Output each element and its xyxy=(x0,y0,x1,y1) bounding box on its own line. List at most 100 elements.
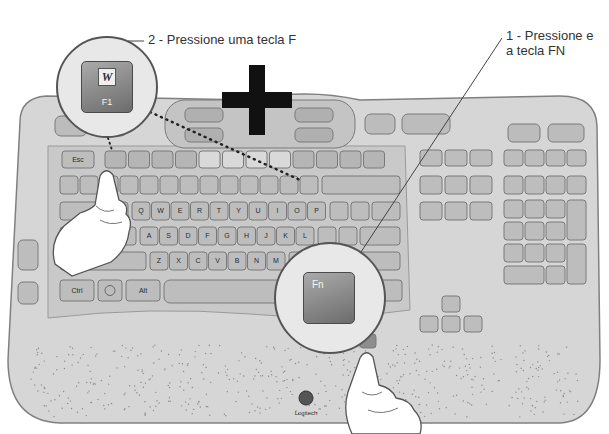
function-key xyxy=(317,151,338,168)
speckle-dot xyxy=(70,400,71,401)
speckle-dot xyxy=(206,406,207,407)
speckle-dot xyxy=(292,394,293,395)
speckle-dot xyxy=(395,348,396,349)
speckle-dot xyxy=(259,360,260,361)
speckle-dot xyxy=(240,373,241,374)
speckle-dot xyxy=(380,379,381,380)
speckle-dot xyxy=(407,346,408,347)
speckle-dot xyxy=(148,379,149,380)
speckle-dot xyxy=(64,361,65,362)
speckle-dot xyxy=(76,386,77,387)
speckle-dot xyxy=(53,416,54,417)
speckle-dot xyxy=(85,415,86,416)
speckle-dot xyxy=(559,379,560,380)
speckle-dot xyxy=(405,354,406,355)
speckle-dot xyxy=(330,361,331,362)
speckle-dot xyxy=(303,416,304,417)
speckle-dot xyxy=(453,395,454,396)
esc-key xyxy=(62,151,94,168)
speckle-dot xyxy=(343,360,344,361)
speckle-dot xyxy=(393,387,394,388)
speckle-dot xyxy=(179,363,180,364)
speckle-dot xyxy=(386,373,387,374)
speckle-dot xyxy=(528,388,529,389)
speckle-dot xyxy=(394,365,395,366)
speckle-dot xyxy=(164,369,165,370)
speckle-dot xyxy=(511,397,512,398)
speckle-dot xyxy=(481,385,482,386)
speckle-dot xyxy=(88,390,89,391)
speckle-dot xyxy=(279,402,280,403)
speckle-dot xyxy=(277,398,278,399)
speckle-dot xyxy=(143,387,144,388)
speckle-dot xyxy=(255,358,256,359)
key-label: T xyxy=(217,207,221,215)
speckle-dot xyxy=(469,367,470,368)
speckle-dot xyxy=(563,395,564,396)
speckle-dot xyxy=(471,387,472,388)
speckle-dot xyxy=(169,401,170,402)
speckle-dot xyxy=(71,364,72,365)
speckle-dot xyxy=(392,364,393,365)
speckle-dot xyxy=(449,366,450,367)
speckle-dot xyxy=(401,376,402,377)
function-key xyxy=(152,151,173,168)
speckle-dot xyxy=(575,373,576,374)
speckle-dot xyxy=(557,372,558,373)
speckle-dot xyxy=(90,402,91,403)
speckle-dot xyxy=(155,392,156,393)
speckle-dot xyxy=(537,361,538,362)
key-label: Ctrl xyxy=(72,286,83,294)
key-label: Esc xyxy=(72,155,84,163)
letter-key xyxy=(140,227,158,245)
key xyxy=(60,176,78,194)
speckle-dot xyxy=(141,371,142,372)
speckle-dot xyxy=(78,382,79,383)
speckle-dot xyxy=(577,380,578,381)
speckle-dot xyxy=(532,376,533,377)
backspace-key xyxy=(322,176,400,194)
speckle-dot xyxy=(108,383,109,384)
speckle-dot xyxy=(524,350,525,351)
media-key xyxy=(295,128,333,142)
speckle-dot xyxy=(418,404,419,405)
speckle-dot xyxy=(480,366,481,367)
speckle-dot xyxy=(396,345,397,346)
speckle-dot xyxy=(282,380,283,381)
letter-key xyxy=(257,227,275,245)
key xyxy=(339,227,357,245)
speckle-dot xyxy=(144,414,145,415)
speckle-dot xyxy=(416,359,417,360)
key-label: A xyxy=(147,232,152,240)
speckle-dot xyxy=(256,369,257,370)
speckle-dot xyxy=(279,390,280,391)
speckle-dot xyxy=(104,408,105,409)
speckle-dot xyxy=(467,374,468,375)
speckle-dot xyxy=(544,396,545,397)
speckle-dot xyxy=(466,370,467,371)
speckle-dot xyxy=(56,369,57,370)
speckle-dot xyxy=(89,371,90,372)
speckle-dot xyxy=(518,388,519,389)
speckle-dot xyxy=(209,345,210,346)
speckle-dot xyxy=(444,361,445,362)
left-hand xyxy=(53,171,130,276)
speckle-dot xyxy=(456,394,457,395)
speckle-dot xyxy=(209,415,210,416)
speckle-dot xyxy=(37,352,38,353)
numpad-key xyxy=(504,222,523,240)
speckle-dot xyxy=(403,374,404,375)
speckle-dot xyxy=(290,391,291,392)
speckle-dot xyxy=(104,393,105,394)
letter-key xyxy=(267,252,285,270)
callout-text: 1 - Pressione e a tecla FN xyxy=(506,29,604,59)
key xyxy=(280,176,298,194)
letter-key xyxy=(152,202,170,220)
speckle-dot xyxy=(152,346,153,347)
speckle-dot xyxy=(520,345,521,346)
speckle-dot xyxy=(124,366,125,367)
arrow-key xyxy=(442,316,460,332)
speckle-dot xyxy=(63,391,64,392)
key xyxy=(180,176,198,194)
speckle-dot xyxy=(325,391,326,392)
